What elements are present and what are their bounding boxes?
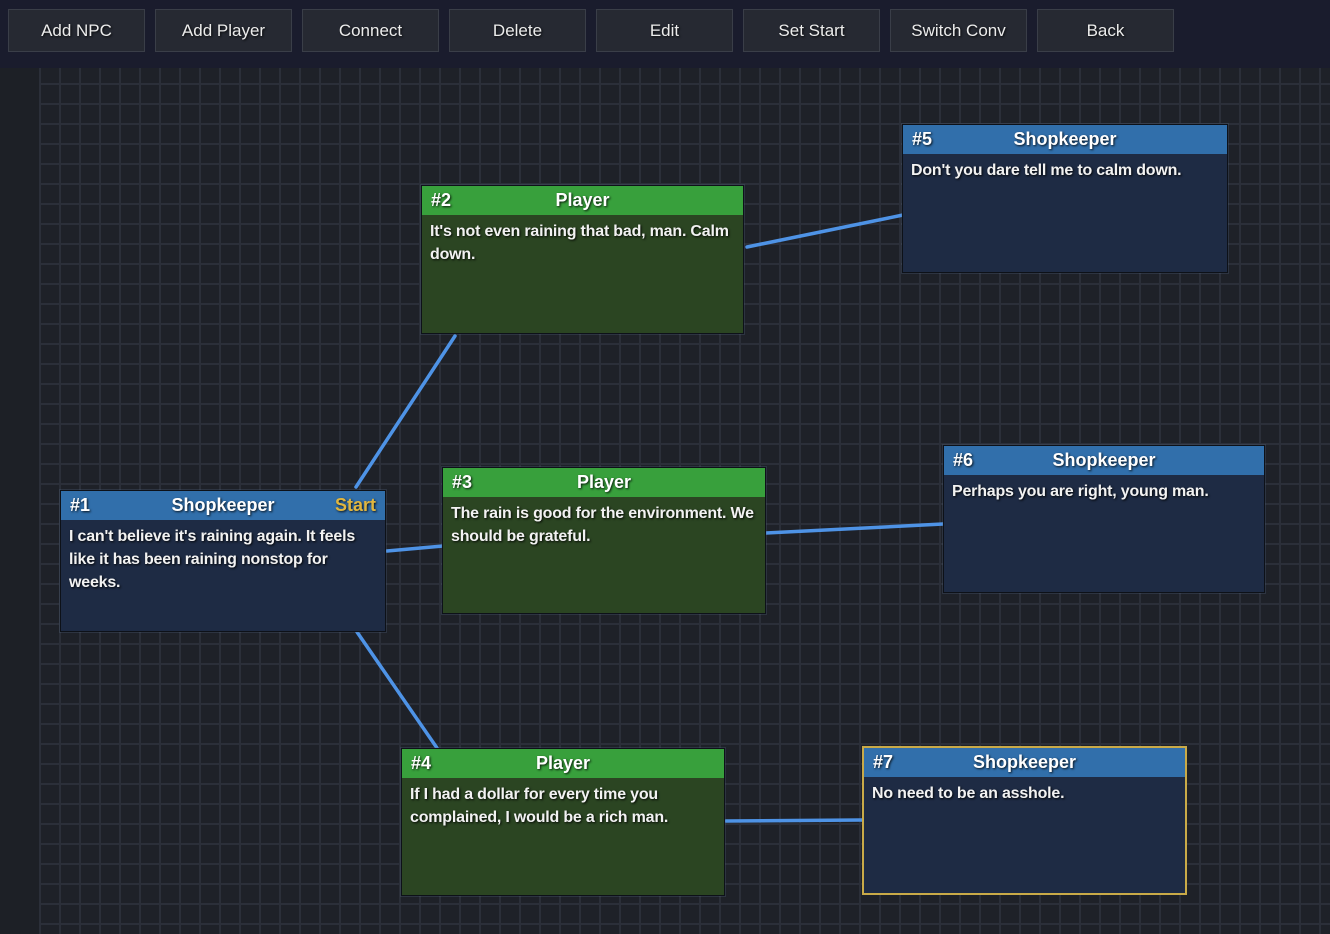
node-dialogue-text: I can't believe it's raining again. It f… bbox=[69, 528, 356, 591]
toolbar: Add NPC Add Player Connect Delete Edit S… bbox=[0, 0, 1330, 68]
dialogue-node-3[interactable]: #3 Player The rain is good for the envir… bbox=[442, 467, 766, 614]
dialogue-node-5[interactable]: #5 Shopkeeper Don't you dare tell me to … bbox=[902, 124, 1228, 273]
node-dialogue-text: If I had a dollar for every time you com… bbox=[410, 786, 669, 826]
node-header: #6 Shopkeeper bbox=[944, 446, 1264, 475]
node-header: #3 Player bbox=[443, 468, 765, 497]
dialogue-node-4[interactable]: #4 Player If I had a dollar for every ti… bbox=[401, 748, 725, 896]
node-dialogue-text: Don't you dare tell me to calm down. bbox=[911, 162, 1182, 179]
node-id: #7 bbox=[873, 752, 894, 772]
switch-conv-button[interactable]: Switch Conv bbox=[890, 9, 1027, 52]
dialogue-node-6[interactable]: #6 Shopkeeper Perhaps you are right, you… bbox=[943, 445, 1265, 593]
node-id: #1 bbox=[70, 495, 91, 515]
node-speaker: Shopkeeper bbox=[972, 752, 1077, 772]
delete-button[interactable]: Delete bbox=[449, 9, 586, 52]
node-dialogue-text: No need to be an asshole. bbox=[872, 785, 1065, 802]
node-header: #5 Shopkeeper bbox=[903, 125, 1227, 154]
set-start-button[interactable]: Set Start bbox=[743, 9, 880, 52]
dialogue-node-7[interactable]: #7 Shopkeeper No need to be an asshole. bbox=[862, 746, 1187, 895]
node-speaker: Player bbox=[576, 472, 632, 492]
start-badge: Start bbox=[334, 495, 376, 515]
connect-button[interactable]: Connect bbox=[302, 9, 439, 52]
node-id: #4 bbox=[411, 753, 432, 773]
back-button[interactable]: Back bbox=[1037, 9, 1174, 52]
add-player-button[interactable]: Add Player bbox=[155, 9, 292, 52]
node-id: #2 bbox=[431, 190, 452, 210]
node-header: #2 Player bbox=[422, 186, 743, 215]
node-speaker: Shopkeeper bbox=[1052, 450, 1156, 470]
add-npc-button[interactable]: Add NPC bbox=[8, 9, 145, 52]
node-speaker: Player bbox=[555, 190, 610, 210]
dialogue-node-1[interactable]: #1 Shopkeeper Start I can't believe it's… bbox=[60, 490, 386, 632]
node-speaker: Shopkeeper bbox=[1013, 129, 1117, 149]
node-dialogue-text: The rain is good for the environment. We… bbox=[451, 505, 754, 545]
node-dialogue-text: It's not even raining that bad, man. Cal… bbox=[430, 223, 729, 263]
node-speaker: Player bbox=[535, 753, 591, 773]
edit-button[interactable]: Edit bbox=[596, 9, 733, 52]
node-header: #1 Shopkeeper Start bbox=[61, 491, 385, 520]
node-header: #7 Shopkeeper bbox=[864, 748, 1185, 777]
dialogue-node-2[interactable]: #2 Player It's not even raining that bad… bbox=[421, 185, 744, 334]
node-id: #3 bbox=[452, 472, 473, 492]
node-id: #6 bbox=[953, 450, 974, 470]
node-header: #4 Player bbox=[402, 749, 724, 778]
node-speaker: Shopkeeper bbox=[171, 495, 275, 515]
node-dialogue-text: Perhaps you are right, young man. bbox=[952, 483, 1209, 500]
node-id: #5 bbox=[912, 129, 933, 149]
